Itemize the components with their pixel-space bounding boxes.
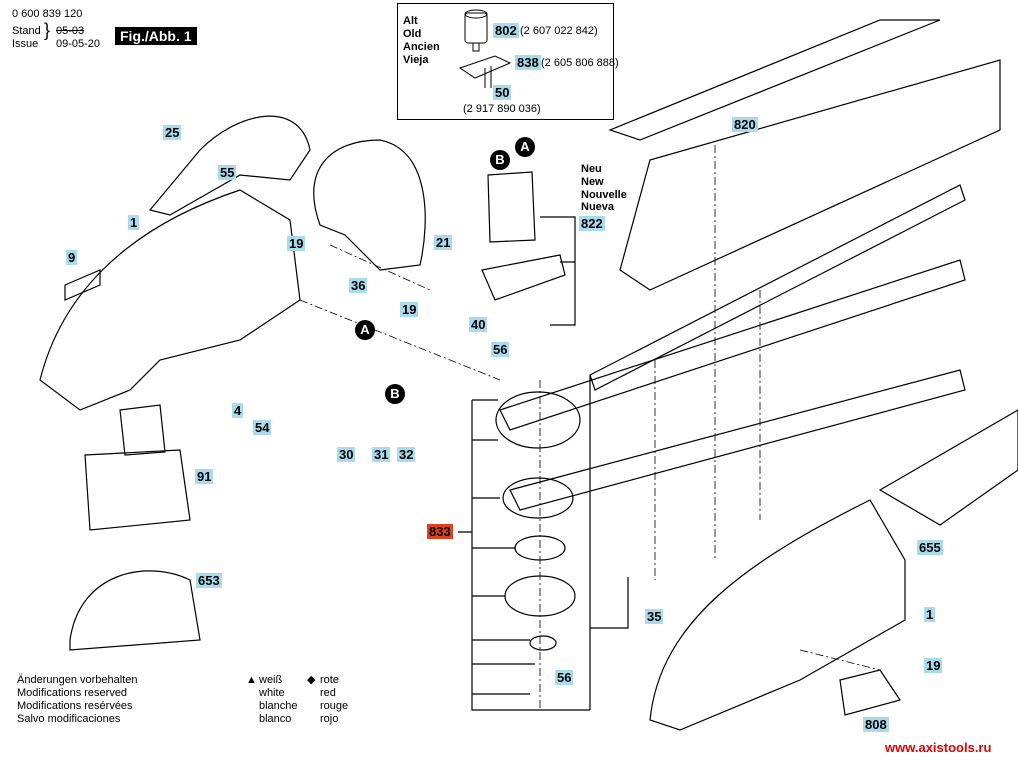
old-motor-icon — [458, 9, 512, 88]
old-line-3: Vieja — [403, 54, 429, 66]
housing-left — [39, 189, 301, 411]
handle-top — [148, 115, 311, 216]
white-en: white — [259, 687, 285, 699]
part-number-50: (2 917 890 036) — [463, 103, 541, 115]
part-label-1: 1 — [128, 215, 140, 230]
new-line-2: Nouvelle — [581, 189, 627, 201]
part-label-21: 21 — [434, 235, 453, 250]
bracket-833 — [458, 375, 591, 711]
gear-plate — [481, 254, 566, 301]
part-label-30: 30 — [337, 447, 356, 462]
connector-b-marker: B — [385, 384, 405, 404]
part-label-4: 4 — [232, 403, 244, 418]
part-label-838: 838 — [515, 55, 541, 70]
red-de: rote — [320, 674, 339, 686]
part-label-56: 56 — [555, 670, 574, 685]
gear — [495, 391, 581, 449]
blade-sleeve — [878, 409, 1018, 526]
battery — [84, 404, 191, 531]
hand-guard — [313, 139, 426, 271]
old-parts-box — [397, 3, 614, 120]
connector-a-marker: A — [515, 137, 535, 157]
modifications-en: Modifications reserved — [17, 687, 128, 699]
issue-date: 09-05-20 — [56, 38, 101, 50]
paper-strip — [608, 19, 941, 141]
old-line-2: Ancien — [403, 41, 440, 53]
modifications-es: Salvo modificaciones — [17, 713, 121, 725]
red-es: rojo — [320, 713, 339, 725]
modifications-fr: Modifications resérvées — [17, 700, 133, 712]
part-label-40: 40 — [469, 317, 488, 332]
part-label-655: 655 — [917, 540, 943, 555]
stand-old-date: 05-03 — [56, 25, 85, 37]
brace-icon: } — [44, 20, 51, 40]
rail — [589, 184, 966, 391]
white-de: weiß — [259, 674, 283, 686]
blade-upper — [499, 259, 966, 431]
blade-guard — [619, 59, 1001, 291]
modifications-note: Änderungen vorbehalten Modifications res… — [17, 674, 137, 726]
part-label-54: 54 — [253, 420, 272, 435]
part-label-31: 31 — [372, 447, 391, 462]
stand-label: Stand — [12, 25, 41, 37]
part-label-32: 32 — [397, 447, 416, 462]
housing-right — [649, 499, 906, 731]
connector-b-marker: B — [490, 150, 510, 170]
part-label-25: 25 — [163, 125, 182, 140]
red-en: red — [320, 687, 336, 699]
new-line-0: Neu — [581, 163, 602, 175]
charger — [69, 570, 201, 651]
part-label-808: 808 — [863, 717, 889, 732]
part-label-802: 802 — [493, 23, 519, 38]
red-diamond-icon: ◆ — [307, 674, 316, 686]
red-fr: rouge — [320, 700, 349, 712]
part-label-36: 36 — [349, 278, 368, 293]
part-label-1: 1 — [924, 607, 936, 622]
part-number-838: (2 605 806 888) — [541, 57, 619, 69]
part-label-55: 55 — [218, 165, 237, 180]
part-number-802: (2 607 022 842) — [520, 25, 598, 37]
white-es: blanco — [259, 713, 292, 725]
label-9 — [64, 269, 101, 301]
part-label-35: 35 — [645, 609, 664, 624]
blade-lower — [509, 369, 966, 511]
new-line-1: New — [581, 176, 604, 188]
white-legend: weiß white blanche blanco — [259, 674, 298, 726]
part-label-91: 91 — [195, 469, 214, 484]
red-legend: rote red rouge rojo — [320, 674, 348, 726]
old-line-1: Old — [403, 28, 422, 40]
part-label-820: 820 — [732, 117, 758, 132]
part-label-653: 653 — [196, 573, 222, 588]
part-label-822: 822 — [579, 216, 605, 231]
figure-label: Fig./Abb. 1 — [115, 27, 197, 45]
part-label-19: 19 — [400, 302, 419, 317]
part-label-19: 19 — [924, 658, 943, 673]
white-fr: blanche — [259, 700, 298, 712]
new-line-3: Nueva — [581, 201, 615, 213]
modifications-de: Änderungen vorbehalten — [17, 674, 138, 686]
part-label-50: 50 — [493, 85, 512, 100]
part-label-833: 833 — [427, 524, 453, 539]
part-label-9: 9 — [66, 250, 78, 265]
issue-label: Issue — [12, 38, 39, 50]
white-triangle-icon: ▲ — [246, 674, 257, 686]
connector-a-marker: A — [355, 320, 375, 340]
part-label-56: 56 — [491, 342, 510, 357]
old-line-0: Alt — [403, 15, 418, 27]
label-808 — [839, 669, 901, 716]
part-label-19: 19 — [287, 236, 306, 251]
motor — [487, 171, 536, 243]
part-number: 0 600 839 120 — [12, 8, 83, 20]
website-link[interactable]: www.axistools.ru — [885, 740, 992, 755]
